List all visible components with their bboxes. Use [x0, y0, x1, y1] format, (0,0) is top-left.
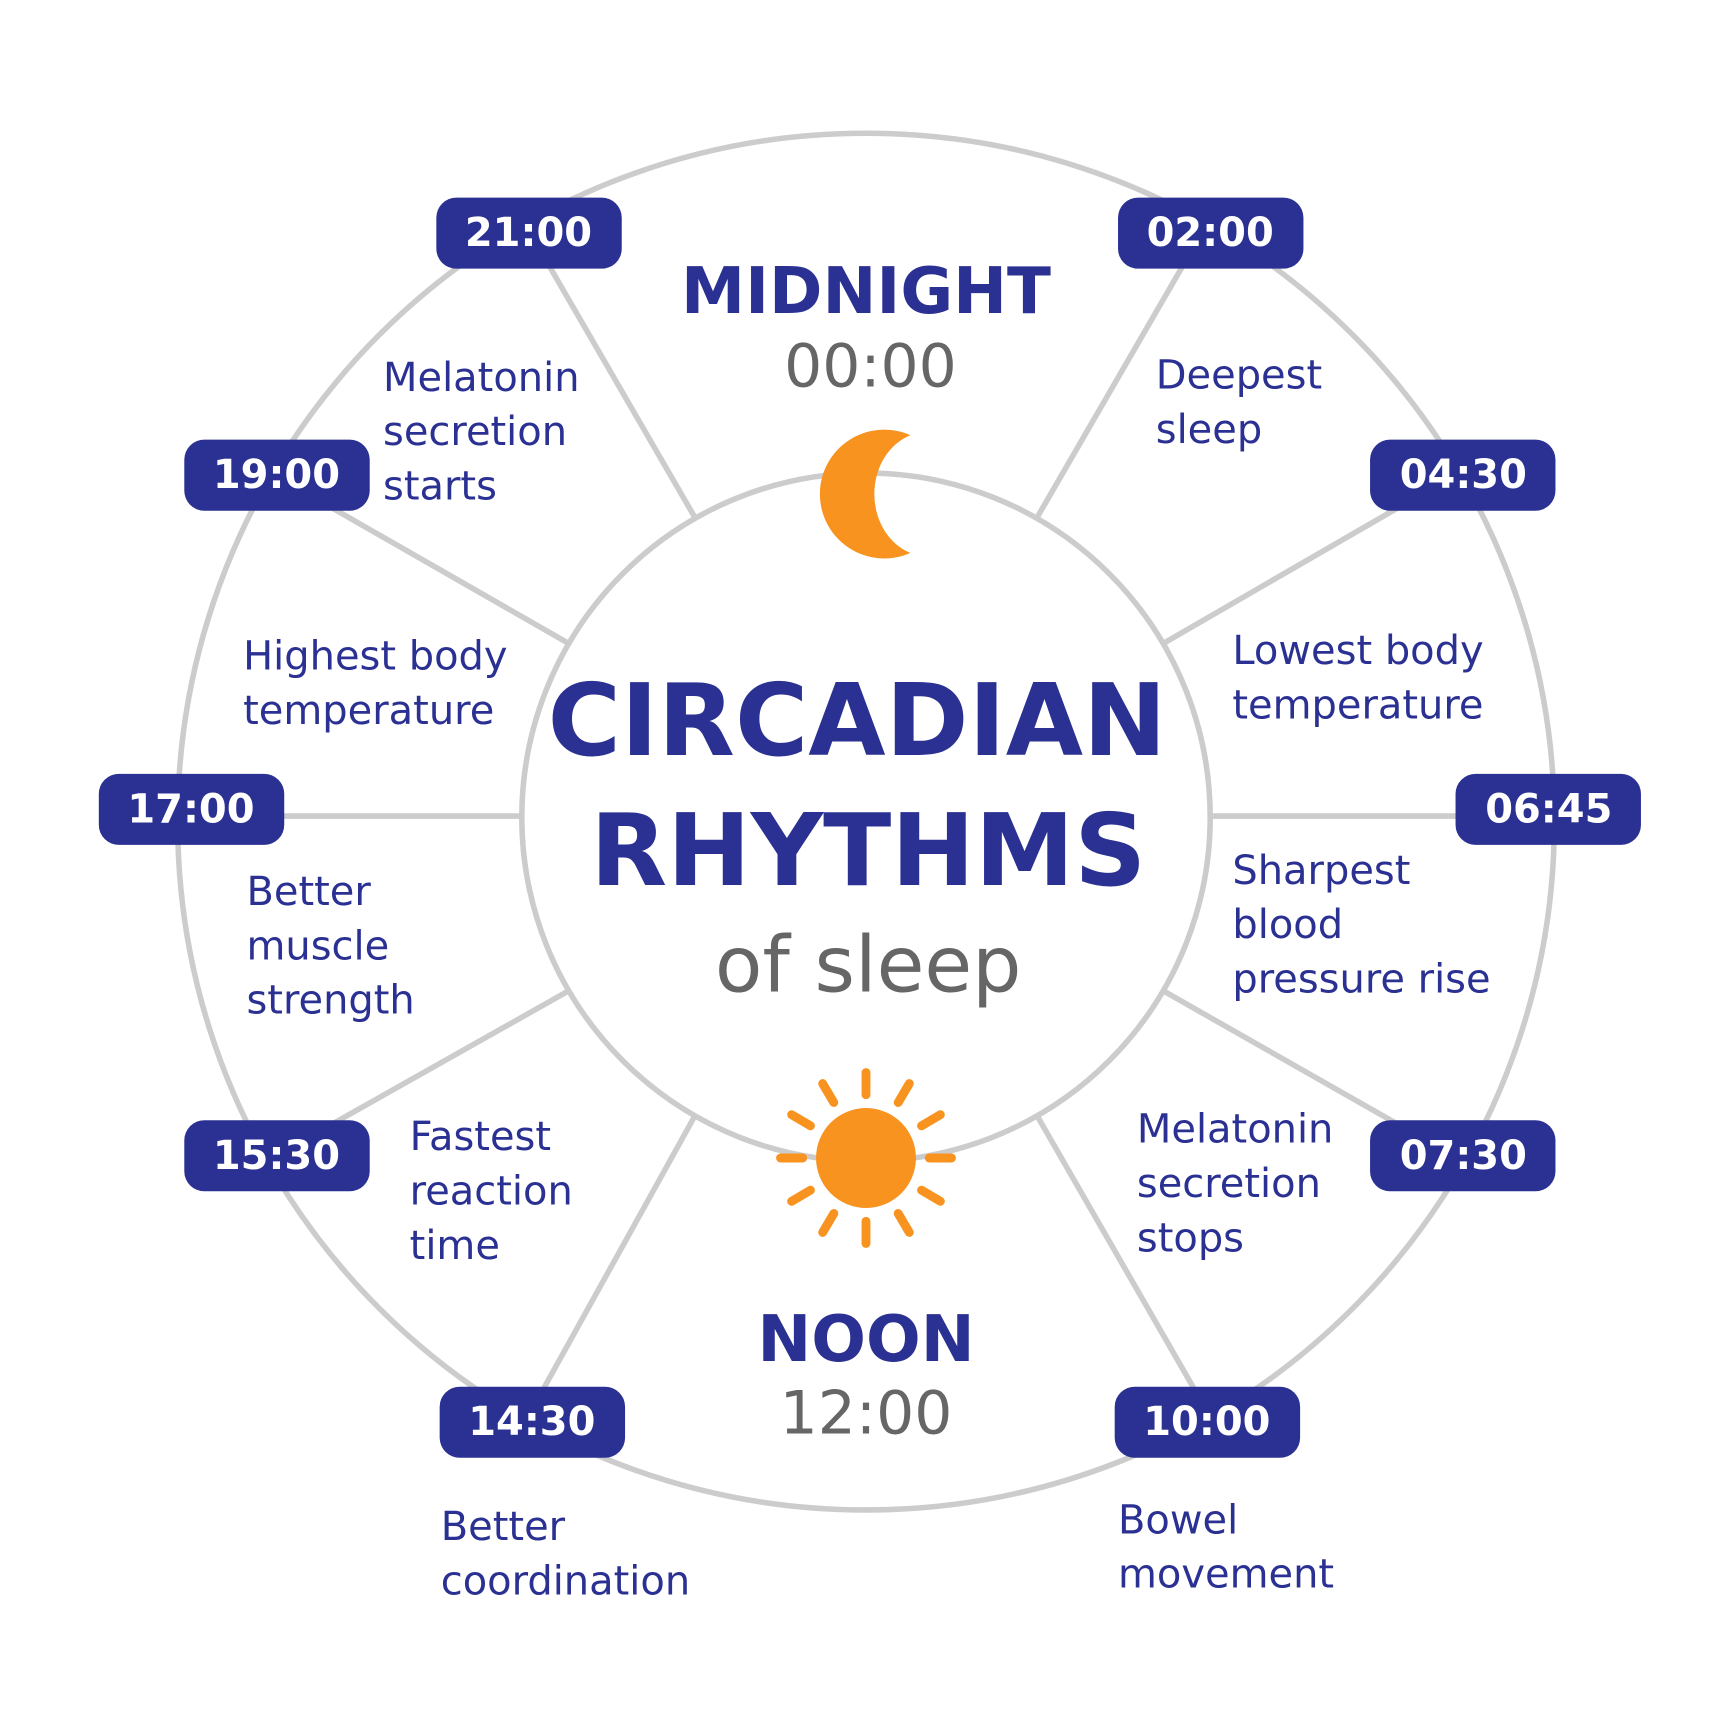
- badge-text: 02:00: [1147, 210, 1274, 256]
- badge-19: 19:00: [184, 439, 370, 511]
- moon-icon: [819, 429, 911, 559]
- badge-text: 14:30: [468, 1399, 595, 1445]
- badge-1530: 15:30: [184, 1120, 370, 1192]
- midnight-label: MIDNIGHT: [681, 254, 1051, 329]
- spoke-1530: [331, 987, 571, 1126]
- label-0730: Melatonin secretion stops: [1137, 1106, 1346, 1261]
- midnight-time: 00:00: [784, 331, 957, 401]
- badge-17: 17:00: [98, 773, 285, 845]
- badge-0430: 04:30: [1370, 439, 1556, 511]
- label-0645: Sharpest blood pressure rise: [1232, 848, 1490, 1003]
- label-1430: Better coordination: [441, 1504, 690, 1604]
- spoke-0430: [1161, 506, 1399, 647]
- label-17: Better muscle strength: [246, 869, 414, 1024]
- badge-0645: 06:45: [1455, 773, 1641, 845]
- label-10: Bowel movement: [1118, 1497, 1334, 1597]
- title-line-2: RHYTHMS: [590, 792, 1146, 909]
- noon-time: 12:00: [780, 1378, 953, 1448]
- label-21: Melatonin secretion starts: [383, 355, 592, 510]
- spoke-19: [331, 506, 571, 647]
- badge-text: 21:00: [465, 210, 592, 256]
- badge-text: 04:30: [1400, 452, 1527, 498]
- badge-10: 10:00: [1114, 1386, 1301, 1458]
- spokes: [283, 265, 1457, 1390]
- badge-21: 21:00: [436, 197, 622, 269]
- label-02: Deepest sleep: [1156, 353, 1335, 453]
- badge-text: 17:00: [127, 786, 254, 832]
- spoke-1430: [541, 1112, 699, 1390]
- badge-text: 19:00: [213, 452, 340, 498]
- badge-0730: 07:30: [1370, 1120, 1556, 1192]
- label-0430: Lowest body temperature: [1232, 628, 1496, 728]
- badge-1430: 14:30: [439, 1386, 626, 1458]
- sun-icon: [776, 1068, 956, 1248]
- label-19: Highest body temperature: [243, 633, 520, 733]
- title-subtitle: of sleep: [715, 920, 1022, 1010]
- label-1530: Fastest reaction time: [410, 1114, 586, 1269]
- spoke-0730: [1161, 987, 1399, 1126]
- title-line-1: CIRCADIAN: [548, 662, 1167, 779]
- badge-text: 07:30: [1400, 1133, 1527, 1179]
- badge-02: 02:00: [1118, 197, 1304, 269]
- spoke-10: [1033, 1112, 1196, 1390]
- noon-label: NOON: [757, 1302, 974, 1377]
- badge-text: 10:00: [1143, 1399, 1270, 1445]
- badge-text: 06:45: [1485, 786, 1612, 832]
- badge-text: 15:30: [213, 1133, 340, 1179]
- spoke-02: [1033, 265, 1185, 521]
- spoke-21: [547, 265, 699, 521]
